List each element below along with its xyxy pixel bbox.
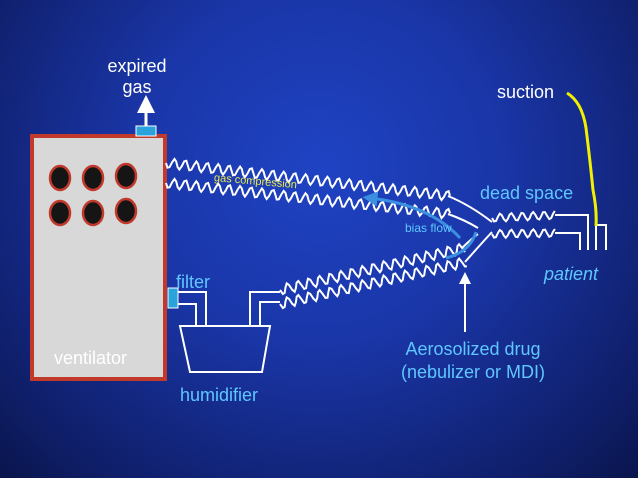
y-piece (447, 195, 493, 263)
ventilator-label: ventilator (54, 348, 128, 368)
suction-label: suction (497, 82, 555, 102)
inspiratory-limb-tube-lower-edge (279, 256, 468, 310)
patient-label: patient (544, 264, 599, 284)
expiratory-limb-tube (165, 157, 451, 202)
humidifier-label: humidifier (180, 385, 259, 405)
bias-flow-curve-lower (445, 231, 478, 260)
suction-line (566, 91, 598, 227)
ventilator-knobs (48, 162, 138, 227)
filter-connector (167, 287, 179, 309)
dead-space-tube (491, 210, 556, 223)
bias-flow-arrow (362, 191, 462, 240)
dead-space-label: dead space (480, 183, 574, 203)
inspiratory-limb-tube (279, 242, 466, 296)
expiratory-port (135, 125, 157, 137)
aerosolized-drug-label: Aerosolized drug (nebulizer or MDI) (400, 339, 546, 383)
dead-space-tube-lower-edge (491, 227, 556, 240)
expiratory-limb-tube-lower-edge (165, 177, 452, 220)
humidifier-chamber (178, 325, 272, 373)
expired-gas-label: expired gas (107, 56, 167, 97)
bias-flow-label: bias flow (405, 221, 452, 235)
humidifier-tubing (178, 291, 280, 326)
filter-label: filter (176, 272, 211, 292)
patient-connector (555, 214, 607, 250)
